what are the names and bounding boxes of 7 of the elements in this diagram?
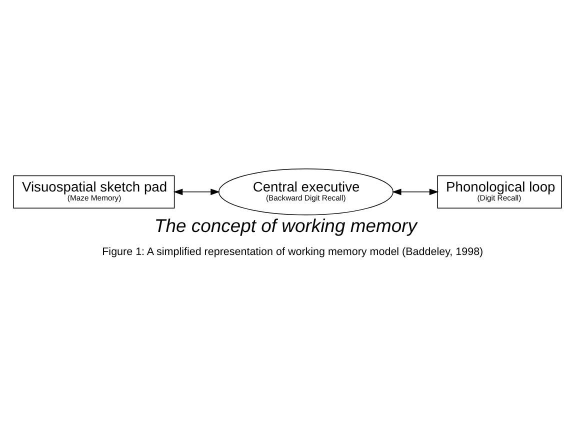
node-box: Visuospatial sketch pad (Maze Memory) <box>13 174 175 208</box>
diagram-title: The concept of working memory <box>154 214 417 236</box>
caption: Figure 1: A simplified representation of working memory model (Baddeley, 1998) <box>102 245 484 258</box>
node-ellipse: Central executive (Backward Digit Recall) <box>218 168 394 215</box>
arrow <box>173 188 220 195</box>
arrow <box>392 188 439 195</box>
node-box: Phonological loop (Digit Recall) <box>437 174 562 208</box>
